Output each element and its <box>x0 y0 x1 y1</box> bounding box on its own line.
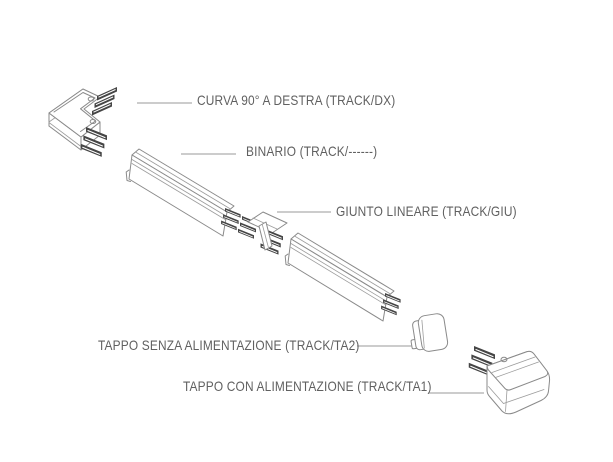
leader-lines <box>137 102 484 394</box>
track-section-2-drawing <box>284 232 401 322</box>
track-section-1-drawing <box>125 148 241 237</box>
corner-connector-drawing <box>48 86 118 158</box>
label-tappo-con-alimentazione: TAPPO CON ALIMENTAZIONE (TRACK/TA1) <box>183 378 432 394</box>
label-tappo-senza-alimentazione: TAPPO SENZA ALIMENTAZIONE (TRACK/TA2) <box>98 337 360 353</box>
label-giunto-lineare: GIUNTO LINEARE (TRACK/GIU) <box>336 203 517 219</box>
linear-joint-drawing <box>237 211 288 256</box>
label-curva-90-destra: CURVA 90° A DESTRA (TRACK/DX) <box>197 92 396 108</box>
label-binario: BINARIO (TRACK/------) <box>246 143 378 159</box>
power-feed-cap-drawing <box>468 345 551 415</box>
end-cap-drawing <box>410 313 449 352</box>
